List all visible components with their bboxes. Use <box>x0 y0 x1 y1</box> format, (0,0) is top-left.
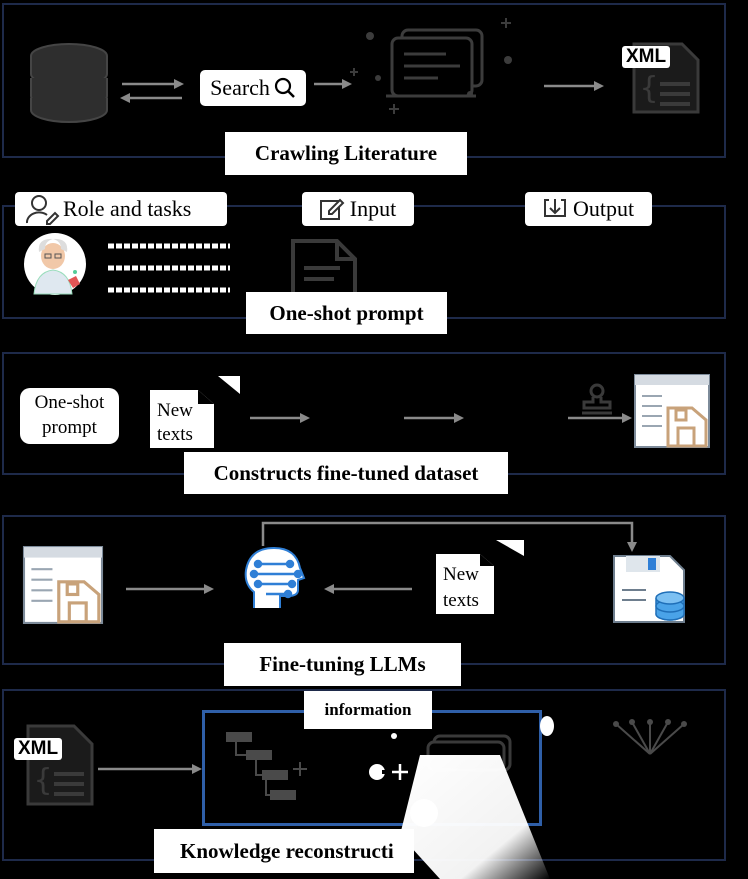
role-label: Role and tasks <box>63 196 192 221</box>
user-edit-icon <box>26 195 60 225</box>
exchange-arrows-icon <box>120 79 184 103</box>
output-label: Output <box>572 196 635 221</box>
xml-file-icon-bottom: { XML <box>12 724 96 808</box>
input-label: Input <box>349 196 397 221</box>
documents-stack-icon <box>350 18 512 114</box>
hierarchy-plus-icon <box>226 732 307 800</box>
crawling-title: Crawling Literature <box>225 132 467 175</box>
stamp-icon <box>582 383 612 415</box>
one-shot-line-1: One-shot <box>34 392 105 413</box>
text-lines-icon <box>108 243 230 293</box>
prompt-title: One-shot prompt <box>246 292 447 334</box>
download-box-icon <box>543 199 566 217</box>
arrow-right-2 <box>544 81 604 91</box>
new-texts-line-1: New <box>157 400 193 421</box>
search-chip[interactable]: Search <box>200 70 306 106</box>
finetune-title: Fine-tuning LLMs <box>224 643 461 686</box>
dataset-file-icon <box>634 374 710 448</box>
arrow-to-dataset <box>568 413 632 423</box>
arrow-right-3 <box>250 413 310 423</box>
dataset-file-icon-2 <box>22 546 104 624</box>
input-chip: Input <box>302 192 414 226</box>
search-label: Search <box>210 75 270 100</box>
new-texts-line-2: texts <box>443 590 479 611</box>
svg-text:{: { <box>34 763 52 798</box>
svg-text:{: { <box>640 71 658 106</box>
arrow-to-llm <box>126 584 214 594</box>
xml-file-icon-top: { XML <box>622 42 704 114</box>
dataset-title: Constructs fine-tuned dataset <box>184 452 508 494</box>
new-texts-line-1: New <box>443 564 479 585</box>
arrow-right-4 <box>404 413 464 423</box>
xml-badge: XML <box>622 46 671 68</box>
database-icon <box>30 43 108 123</box>
new-texts-doc-finetune: New texts <box>436 540 526 614</box>
white-glare-overlay <box>400 755 550 879</box>
role-chip: Role and tasks <box>15 192 227 226</box>
arrow-to-llm-left <box>324 584 412 594</box>
one-shot-prompt-box: One-shot prompt <box>20 388 119 444</box>
arrow-right-1 <box>314 79 352 89</box>
output-chip: Output <box>525 192 652 226</box>
network-nodes-icon <box>613 719 687 755</box>
search-icon <box>274 77 295 98</box>
edit-box-icon <box>319 198 345 220</box>
knowledge-title: Knowledge reconstructi <box>154 829 414 873</box>
white-dot <box>540 716 554 736</box>
new-texts-line-2: texts <box>157 424 193 445</box>
one-shot-line-2: prompt <box>42 417 97 438</box>
information-label: information <box>304 691 432 729</box>
ai-head-icon <box>244 546 306 608</box>
xml-badge-bottom: XML <box>14 738 63 760</box>
scientist-avatar <box>24 233 86 295</box>
partial-nodes-icon <box>369 733 408 780</box>
new-texts-doc-dataset: New texts <box>150 376 240 448</box>
arrow-to-reconstruction <box>98 764 202 774</box>
feedback-loop-arrow <box>261 521 637 552</box>
document-icon <box>291 239 357 301</box>
save-database-icon <box>613 555 685 623</box>
